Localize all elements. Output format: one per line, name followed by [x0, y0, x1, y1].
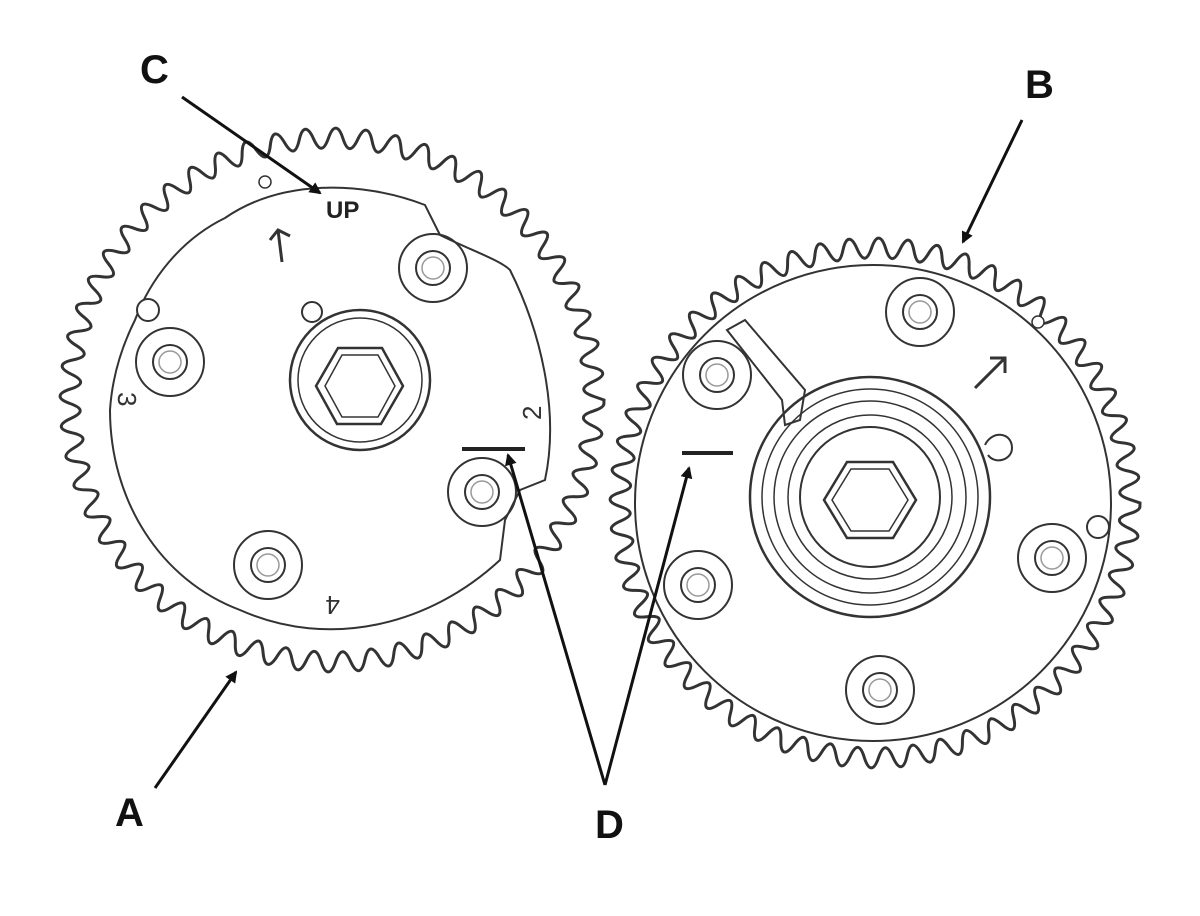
sprocket-a-tiny-hole	[258, 175, 272, 189]
sprocket-a: UP 2 3 4	[58, 126, 606, 674]
sprocket-a-pin	[301, 301, 323, 323]
sprocket-a-bolt-hole-inner	[256, 553, 280, 577]
sprocket-b-bolt-boss	[663, 550, 733, 620]
sprocket-b-spring-ring	[761, 388, 979, 606]
sprocket-b-plate-outline	[634, 264, 1112, 742]
sprocket-b-bolt-hole-inner	[686, 573, 710, 597]
callout-b-label: B	[1025, 63, 1054, 107]
sprocket-a-direction-arrow	[268, 228, 291, 263]
callout-d-arrow-left	[505, 453, 607, 786]
callout-b-arrow	[961, 119, 1024, 244]
sprocket-b-bolt-boss	[1017, 523, 1087, 593]
sprocket-a-bolt-hole	[415, 250, 451, 286]
sprocket-a-teeth	[58, 126, 606, 674]
sprocket-b-bolt-hole-inner	[705, 363, 729, 387]
sprocket-a-bolt-hole	[464, 474, 500, 510]
sprocket-a-bolt-hole-inner	[158, 350, 182, 374]
up-mark: UP	[326, 197, 359, 224]
sprocket-b-bolt-hole-inner	[908, 300, 932, 324]
sprocket-b-bolt-hole-inner	[1040, 546, 1064, 570]
sprocket-b-bolt-hole	[902, 294, 938, 330]
sprocket-b-bolt-hole	[680, 567, 716, 603]
sprocket-b-spring-tab	[725, 318, 807, 427]
sprocket-b-pin	[984, 433, 1014, 462]
sprocket-b-tiny-hole	[1031, 315, 1045, 329]
sprocket-a-hub-inner	[297, 317, 423, 443]
callout-d-arrow-right	[603, 466, 693, 786]
sprocket-b-hub	[799, 426, 941, 568]
sprocket-a-small-hole	[136, 298, 160, 322]
callout-d-label: D	[595, 803, 624, 847]
sprocket-b	[608, 236, 1142, 770]
callout-c-label: C	[140, 48, 169, 92]
number-4-mark: 4	[326, 590, 340, 620]
callout-c-arrow	[181, 95, 322, 195]
sprocket-a-bolt-boss	[233, 530, 303, 600]
sprocket-a-plate-outline	[108, 186, 552, 631]
sprocket-a-hex-bolt	[314, 346, 405, 426]
sprocket-b-spring-ring	[748, 375, 992, 619]
sprocket-b-hex-bolt	[822, 460, 918, 540]
callout-a-label: A	[115, 791, 144, 835]
sprocket-b-bolt-boss	[845, 655, 915, 725]
sprocket-a-bolt-boss	[398, 233, 468, 303]
sprocket-b-direction-arrow	[973, 356, 1007, 390]
sprocket-a-bolt-hole-inner	[421, 256, 445, 280]
number-3-mark: 3	[112, 392, 142, 406]
number-2-mark: 2	[517, 406, 547, 420]
sprocket-b-small-hole	[1086, 515, 1110, 539]
sprocket-b-bolt-hole	[1034, 540, 1070, 576]
sprocket-a-bolt-boss	[135, 327, 205, 397]
sprocket-b-bolt-boss	[885, 277, 955, 347]
sprocket-a-bolt-boss	[447, 457, 517, 527]
sprocket-a-hub-outer	[288, 308, 432, 452]
sprocket-a-bolt-hole-inner	[470, 480, 494, 504]
sprocket-b-spring-ring	[787, 414, 953, 580]
callout-arrows	[153, 95, 1024, 789]
sprocket-a-hex-bolt-inner	[324, 354, 396, 418]
sprocket-b-bolt-boss	[682, 340, 752, 410]
sprocket-b-hex-bolt-inner	[831, 468, 909, 532]
sprocket-b-bolt-hole	[862, 672, 898, 708]
sprocket-b-spring-ring	[773, 400, 967, 594]
sprocket-a-bolt-hole	[152, 344, 188, 380]
sprocket-b-teeth	[608, 236, 1142, 770]
sprocket-b-bolt-hole	[699, 357, 735, 393]
sprocket-b-bolt-hole-inner	[868, 678, 892, 702]
sprocket-a-bolt-hole	[250, 547, 286, 583]
callout-a-arrow	[153, 670, 238, 789]
